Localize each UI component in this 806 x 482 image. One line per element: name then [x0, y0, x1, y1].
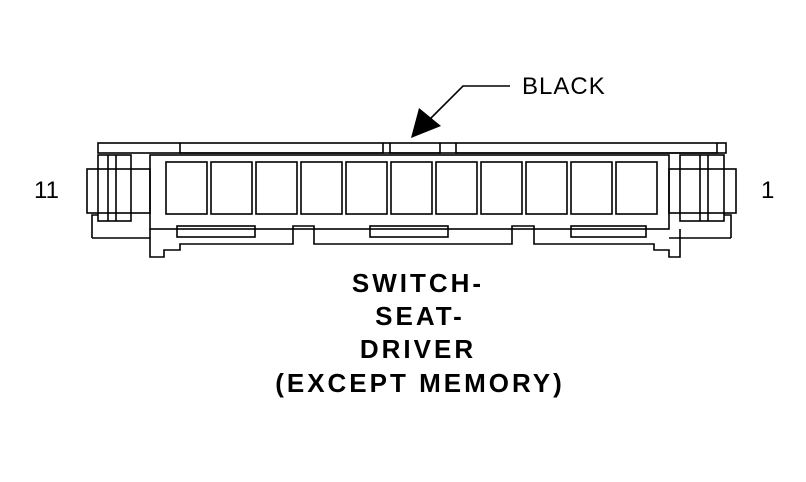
connector-bottom-rail: [92, 225, 731, 258]
callout-arrowhead: [411, 108, 441, 138]
cavity: [570, 161, 613, 215]
top-latch-right: [455, 143, 718, 154]
cavity: [480, 161, 523, 215]
cavity: [165, 161, 208, 215]
title-line-4: (EXCEPT MEMORY): [275, 368, 565, 398]
cavity: [255, 161, 298, 215]
color-callout-label: BLACK: [522, 73, 606, 100]
connector-left-end: [86, 154, 151, 238]
cavity: [300, 161, 343, 215]
title-line-3: DRIVER: [360, 334, 476, 364]
top-latch-left: [179, 143, 384, 154]
connector-body: [149, 154, 670, 230]
connector-right-end: [668, 154, 737, 238]
callout-leader-line: [427, 85, 510, 122]
connector-top-rail: [97, 142, 727, 154]
cavity-row: [165, 161, 658, 215]
cavity: [345, 161, 388, 215]
title-line-1: SWITCH-: [352, 268, 484, 298]
cavity: [525, 161, 568, 215]
pin-number-right: 1: [761, 177, 774, 204]
top-latch-center: [389, 143, 441, 154]
cavity: [435, 161, 478, 215]
title-line-2: SEAT-: [375, 301, 465, 331]
cavity: [390, 161, 433, 215]
pin-number-left: 11: [34, 177, 59, 204]
cavity: [615, 161, 658, 215]
cavity: [210, 161, 253, 215]
